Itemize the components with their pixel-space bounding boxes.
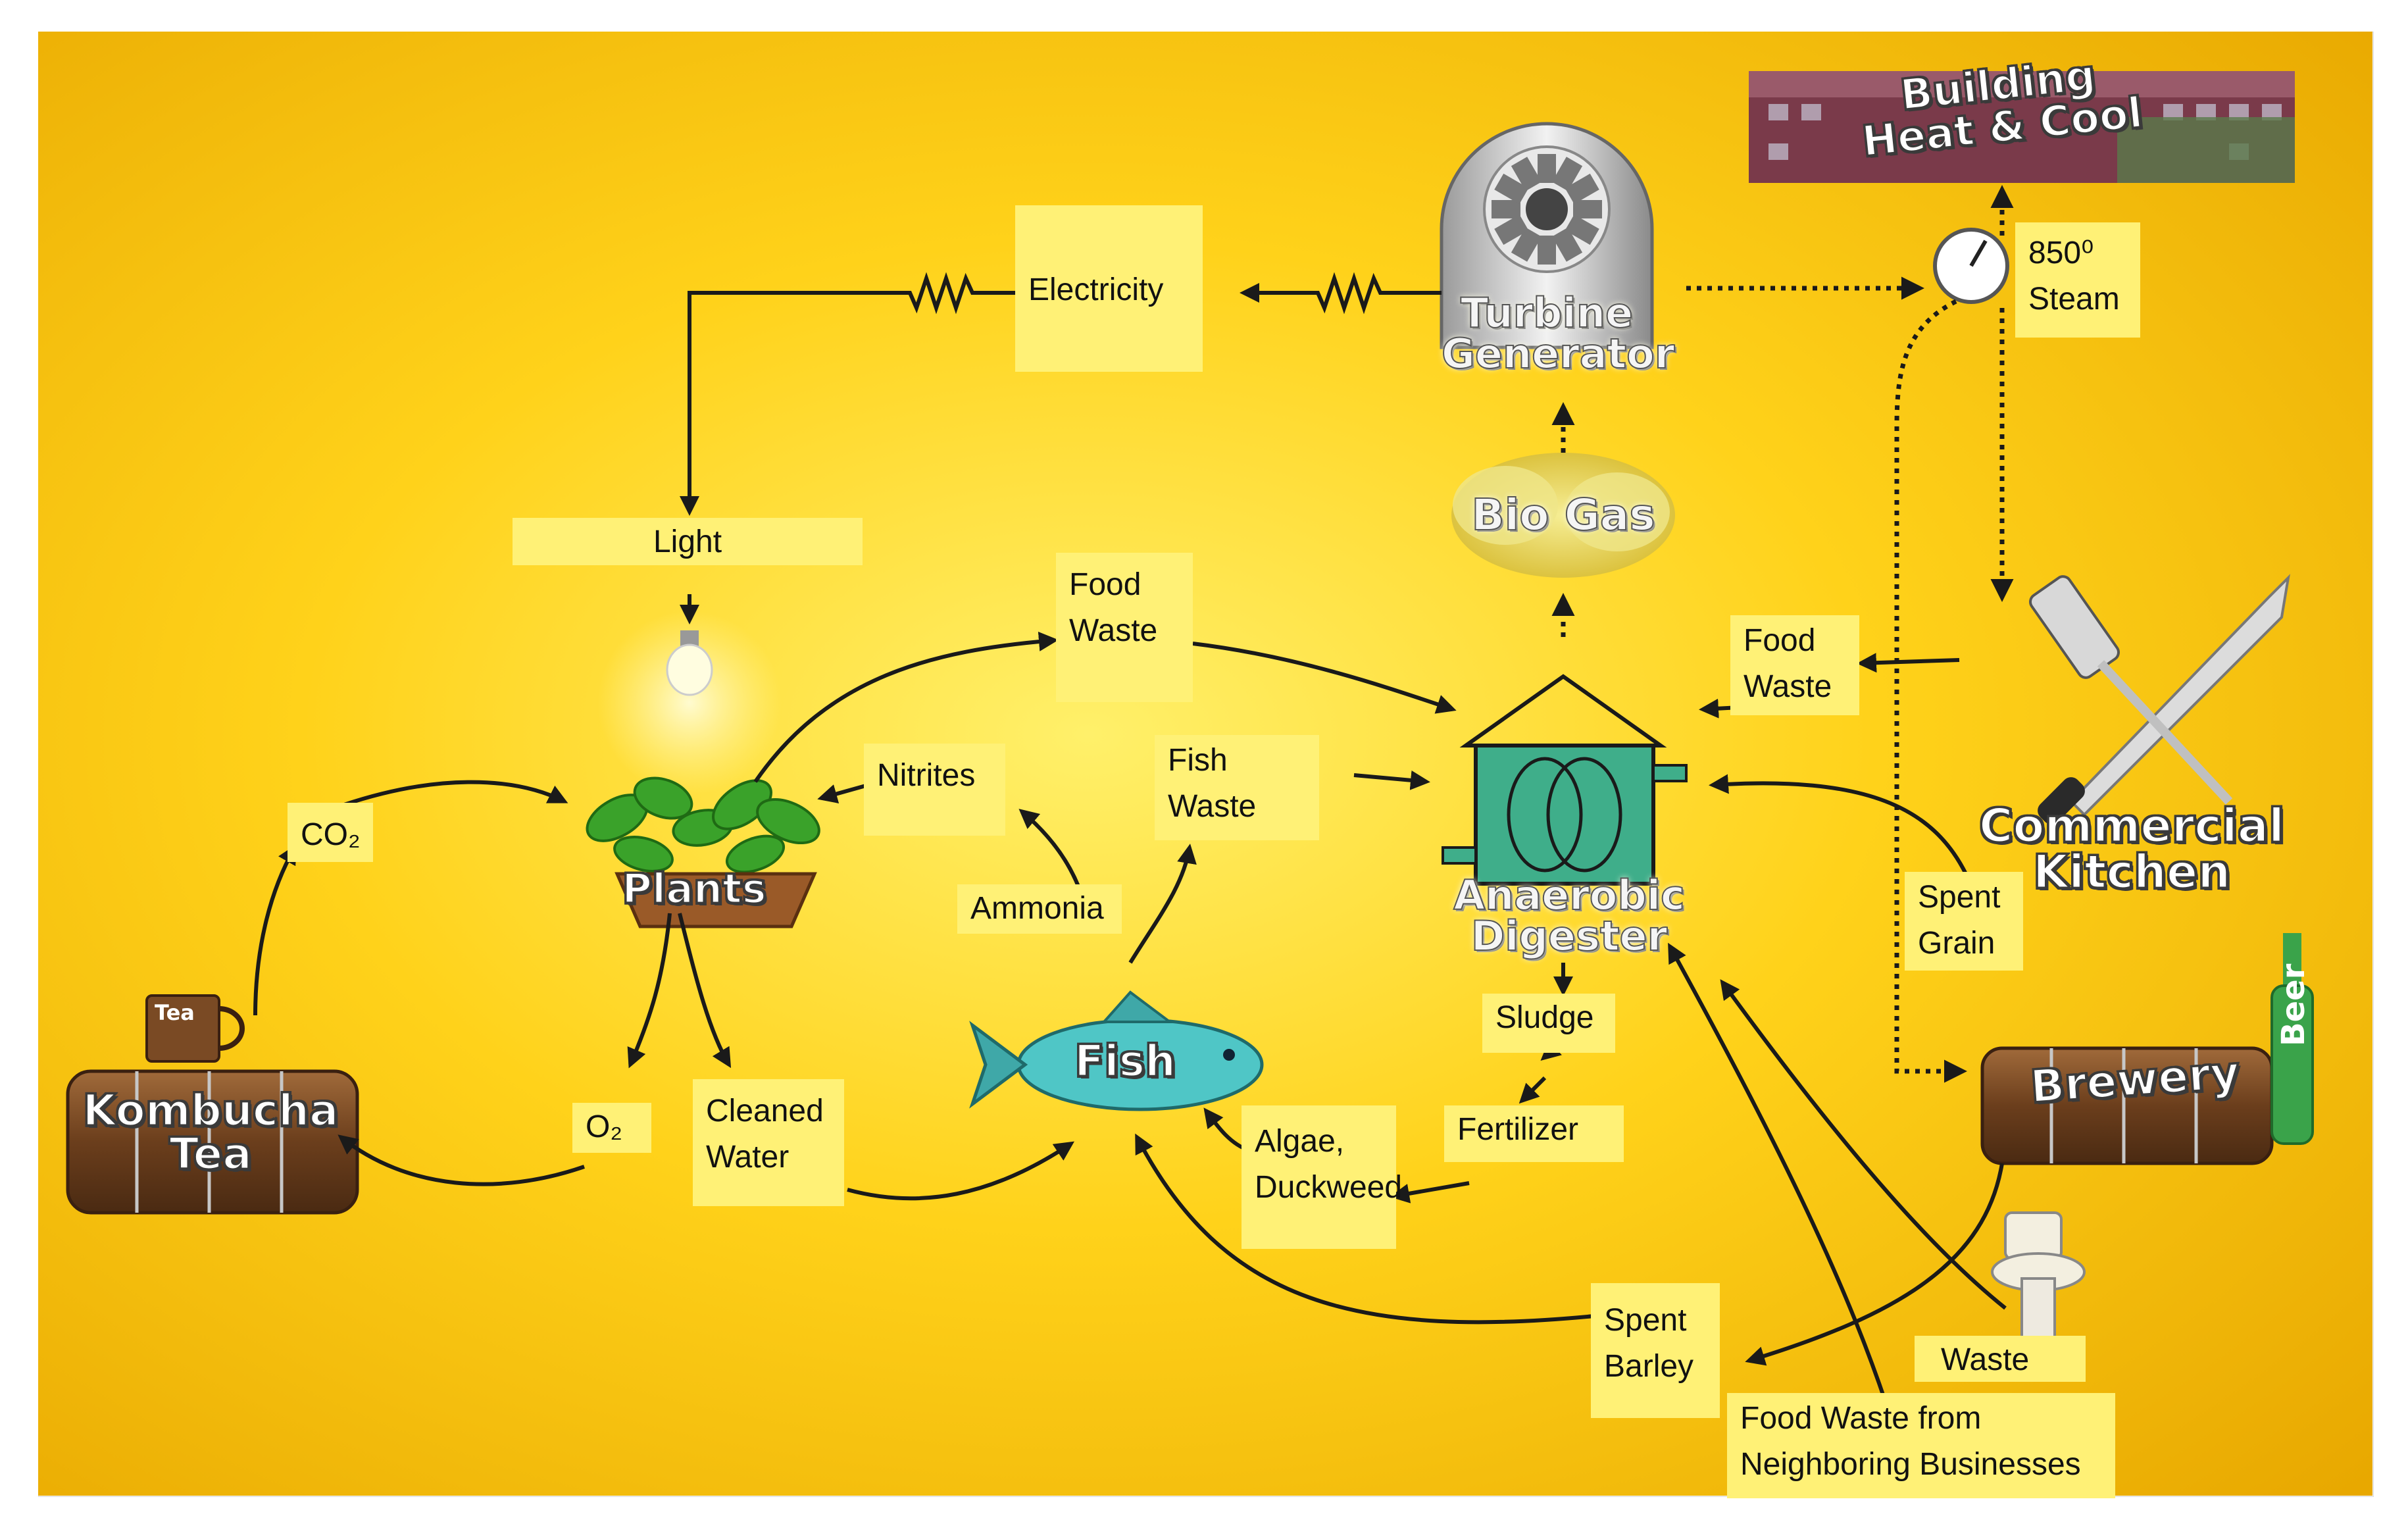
resistor-lines [680,272,1442,516]
label-co2: CO₂ [288,803,373,862]
label-fertilizer: Fertilizer [1444,1105,1624,1162]
pressure-gauge-icon [1933,228,2009,304]
brewery-barrels-icon [1980,1046,2274,1165]
biogas-cloud [1451,453,1675,578]
label-electricity: Electricity [1015,205,1203,372]
label-cleaned-water: Cleaned Water [693,1079,844,1206]
knife-spatula-icon [2029,574,2290,824]
turbine-blade [1492,200,1520,218]
node-kombucha-title: Kombucha Tea [82,1085,339,1179]
digester-icon [1442,674,1688,886]
label-algae-duckweed: Algae, Duckweed [1242,1105,1402,1249]
node-biogas-title: Bio Gas [1470,490,1655,540]
turbine-blade [1511,157,1542,191]
label-ammonia: Ammonia [957,884,1122,934]
label-o2: O₂ [572,1103,651,1153]
turbine-blade [1494,214,1529,245]
mug-label: Tea [155,1000,195,1025]
toilet-icon [1991,1211,2086,1339]
turbine-blade [1551,157,1583,191]
turbine-blade [1565,173,1599,205]
label-spent-grain: Spent Grain [1905,872,2023,971]
beer-label: Beer [2275,963,2312,1046]
mug-icon [145,994,245,1063]
turbine-blade [1494,173,1529,205]
building-image [1749,71,2295,183]
node-fish-title: Fish [1074,1036,1177,1086]
turbine-blade [1565,214,1599,245]
fish-icon [969,990,1264,1111]
beer-bottle-icon [2270,933,2314,1145]
node-turbine-title: Turbine Generator [1441,289,1675,378]
label-light: Light [513,518,863,565]
node-plants-title: Plants [621,865,767,913]
node-digester-title: Anaerobic Digester [1453,871,1686,960]
node-kitchen-title: Commercial Kitchen [1978,799,2285,899]
label-sludge: Sludge [1482,994,1615,1053]
turbine-blade [1538,154,1556,183]
label-fish-waste: Fish Waste [1155,735,1319,840]
turbine-blade [1511,227,1542,262]
label-food-waste-right: Food Waste [1730,615,1859,715]
turbine-blade [1551,227,1583,262]
steam-dotted-arrows [1551,185,2014,1083]
plants-icon [586,776,820,928]
turbine-icon [1440,122,1654,349]
turbine-blade [1538,236,1556,265]
label-steam: 850⁰ Steam [2015,222,2140,338]
turbine-blade [1573,200,1602,218]
label-food-waste-neighbors: Food Waste from Neighboring Businesses [1727,1393,2115,1498]
label-nitrites: Nitrites [864,744,1005,836]
label-spent-barley: Spent Barley [1591,1283,1720,1418]
label-waste: Waste [1915,1336,2086,1382]
label-food-waste-top: Food Waste [1056,553,1193,702]
lightbulb-icon [597,611,782,795]
